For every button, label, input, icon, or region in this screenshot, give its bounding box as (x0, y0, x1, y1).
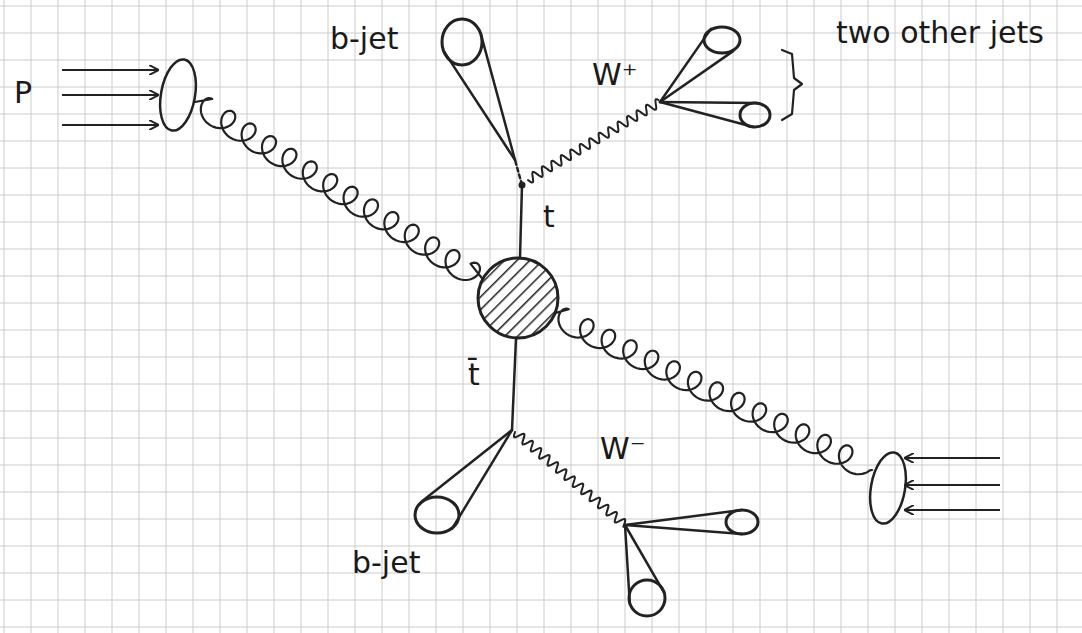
quark-arrow (905, 509, 1000, 511)
grid-line (409, 0, 410, 633)
jet-cone-mouth (629, 580, 665, 616)
label: t̄ (468, 358, 480, 392)
grid-line (1003, 0, 1004, 633)
label: b-jet (352, 546, 420, 580)
proton-ellipse (155, 57, 201, 134)
grid-line (328, 0, 329, 633)
grid-line (0, 573, 1082, 574)
grid-line (571, 0, 572, 633)
grid-line (193, 0, 194, 633)
grid-line (166, 0, 167, 633)
grid-line (0, 222, 1082, 223)
grid-line (1057, 0, 1058, 633)
grid-line (706, 0, 707, 633)
b-quark-line (515, 160, 522, 185)
label: W⁻ (600, 432, 646, 466)
grid-line (355, 0, 356, 633)
quark-arrow (62, 124, 158, 126)
grid-line (382, 0, 383, 633)
grid-line (652, 0, 653, 633)
gluon-line (552, 309, 872, 475)
grid-line (0, 195, 1082, 196)
grid-line (922, 0, 923, 633)
gluon-line (195, 98, 485, 282)
grid-line (949, 0, 950, 633)
grid-line (733, 0, 734, 633)
quark-arrow (905, 484, 1000, 486)
grid-line (1030, 0, 1031, 633)
grid-line (0, 600, 1082, 601)
grid-line (0, 519, 1082, 520)
jet-cone-mouth (415, 497, 459, 533)
grid-line (0, 465, 1082, 466)
jet-cone-mouth (704, 27, 740, 53)
quark-arrow (62, 94, 158, 96)
grid-line (0, 627, 1082, 628)
proton-ellipse (865, 450, 911, 527)
jet-cone-edge (443, 50, 515, 160)
grid-line (0, 60, 1082, 61)
grid-line (0, 141, 1082, 142)
grid-line (301, 0, 302, 633)
jet-cone-edge (422, 430, 512, 502)
grid-line (58, 0, 59, 633)
grid-line (0, 249, 1082, 250)
label: P (14, 76, 32, 110)
grid-line (598, 0, 599, 633)
brace (782, 50, 802, 120)
label: W⁺ (592, 58, 638, 92)
grid-line (895, 0, 896, 633)
jet-cone-edge (625, 525, 742, 534)
jet-cone-edge (660, 102, 757, 103)
jet-cone-mouth (726, 510, 758, 534)
grid-line (0, 6, 1082, 7)
antitop-quark-line (512, 338, 516, 430)
jet-cone-mouth (442, 19, 482, 65)
grid-line (679, 0, 680, 633)
label: two other jets (836, 16, 1066, 50)
grid-line (0, 546, 1082, 547)
jet-cone-edge (452, 430, 512, 528)
grid-line (841, 0, 842, 633)
grid-line (220, 0, 221, 633)
grid-line (0, 438, 1082, 439)
grid-line (0, 411, 1082, 412)
grid-line (0, 384, 1082, 385)
grid-line (247, 0, 248, 633)
grid-line (0, 357, 1082, 358)
hard-scatter-blob (478, 258, 558, 338)
grid-line (0, 114, 1082, 115)
feynman-diagram (62, 19, 1000, 616)
jet-cone-edge (481, 34, 515, 160)
grid-line (760, 0, 761, 633)
grid-line (4, 0, 5, 633)
grid-line (463, 0, 464, 633)
quark-arrow (905, 457, 1000, 459)
jet-cone-mouth (740, 103, 770, 127)
quark-arrow (62, 69, 158, 71)
top-quark-line (520, 185, 522, 258)
grid-line (814, 0, 815, 633)
grid-line (868, 0, 869, 633)
label: t (543, 200, 555, 234)
grid-line (436, 0, 437, 633)
grid-line (0, 492, 1082, 493)
grid-line (274, 0, 275, 633)
grid-line (976, 0, 977, 633)
jet-cone-edge (625, 510, 742, 525)
label: b-jet (330, 22, 398, 56)
grid-line (787, 0, 788, 633)
w-boson-line (528, 99, 658, 182)
jet-cone-edge (660, 51, 733, 102)
